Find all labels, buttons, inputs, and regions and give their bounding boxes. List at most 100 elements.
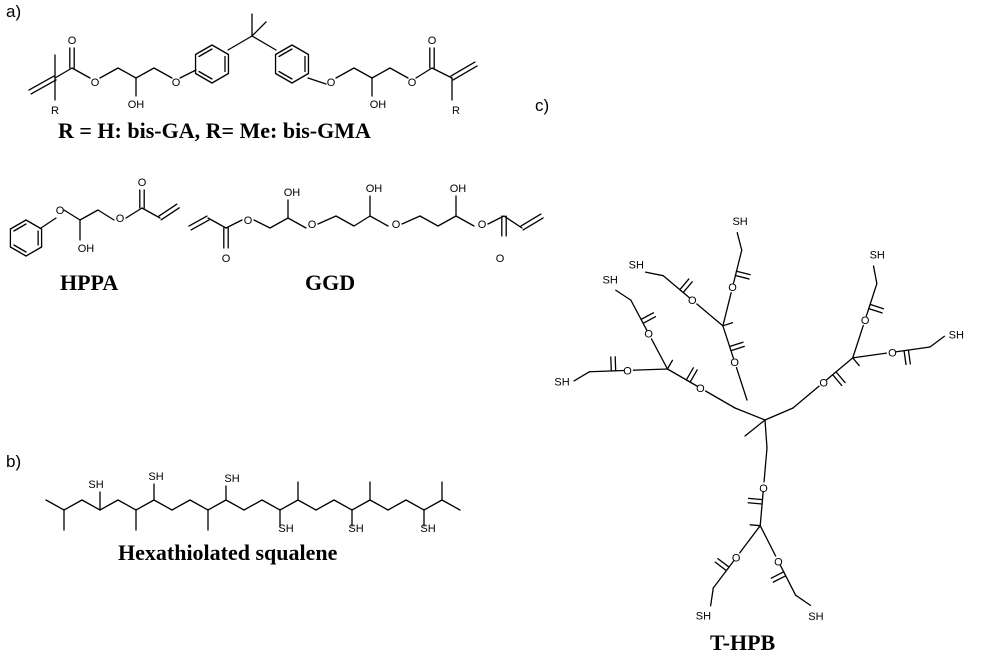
arm-west-b <box>616 290 631 300</box>
arm-north-b-thiol: SH <box>732 216 747 228</box>
squalene-backbone <box>118 500 136 510</box>
bond <box>208 218 226 228</box>
bond <box>354 216 370 226</box>
squalene-backbone <box>334 500 352 510</box>
squalene-backbone <box>136 500 154 510</box>
bond <box>142 208 160 218</box>
arm-west-oxygen: O <box>696 383 705 395</box>
phenyl-ring-hppa <box>26 247 42 256</box>
arm-north-b-oxygen: O <box>728 282 737 294</box>
bond <box>765 420 767 448</box>
bond <box>72 68 90 78</box>
bond <box>336 216 354 226</box>
arm-south-b <box>728 561 734 569</box>
bond <box>254 220 270 228</box>
arm-west-a <box>633 369 667 370</box>
panel-label-a: a) <box>6 2 21 22</box>
arm-south <box>764 448 767 482</box>
squalene-backbone <box>352 500 370 510</box>
phenyl-ring-left <box>212 74 228 84</box>
panel-label-c: c) <box>535 96 549 116</box>
arm-north-b <box>723 293 731 326</box>
arm-west-b <box>631 300 642 321</box>
phenyl-ring-right <box>279 72 292 80</box>
arm-south-b-thiol: SH <box>696 610 711 622</box>
arm-north-methyl <box>723 323 733 326</box>
ester-oxygen-ggd-right: O <box>478 219 487 231</box>
arm-north-b-carbonyl <box>735 276 749 279</box>
arm-east-b <box>930 336 944 347</box>
bond <box>288 218 306 228</box>
arm-north-a-thiol: SH <box>629 259 644 271</box>
ether-oxygen-hppa: O <box>56 205 65 217</box>
squalene-backbone <box>226 500 244 510</box>
ester-oxygen-hppa: O <box>116 213 125 225</box>
ether-oxygen-ggd-1: O <box>308 219 317 231</box>
arm-south-a-thiol: SH <box>808 611 823 623</box>
arm-west-a-thiol: SH <box>554 376 569 388</box>
carbonyl-oxygen-left: O <box>68 35 77 47</box>
bond <box>372 68 390 78</box>
squalene-backbone <box>244 500 262 510</box>
arm-west-b <box>651 339 667 369</box>
bond <box>64 210 80 220</box>
arm-south-a <box>785 574 796 595</box>
squalene-backbone <box>82 500 100 510</box>
bond <box>100 68 118 78</box>
bond <box>136 68 154 78</box>
arm-south-carbonyl <box>749 498 763 499</box>
arm-west <box>706 391 735 408</box>
bond <box>370 216 388 226</box>
bond <box>420 216 438 226</box>
ether-oxygen-right: O <box>327 77 336 89</box>
ggd-compound-name: GGD <box>305 270 355 296</box>
bond <box>180 70 196 78</box>
arm-north-oxygen: O <box>730 357 739 369</box>
bond <box>308 78 326 84</box>
bond <box>765 408 793 420</box>
arm-east-a-oxygen: O <box>861 315 870 327</box>
squalene-backbone <box>100 500 118 510</box>
thiol-sq-2: SH <box>148 471 163 483</box>
arm-south-a <box>760 526 775 556</box>
arm-east-a-carbonyl <box>870 304 883 308</box>
r-substituent-right: R <box>452 105 460 117</box>
arm-south <box>762 492 763 502</box>
ether-oxygen-ggd-2: O <box>392 219 401 231</box>
squalene-backbone <box>424 500 442 510</box>
vinyl-double-bond <box>191 220 209 230</box>
panel-label-b: b) <box>6 452 21 472</box>
arm-east-a <box>869 284 876 307</box>
arm-south <box>760 502 762 526</box>
arm-east-b-oxygen: O <box>888 347 897 359</box>
carbonyl-oxygen-ggd-right: O <box>496 253 505 265</box>
arm-east-methyl <box>853 358 859 366</box>
squalene-backbone <box>46 500 64 510</box>
bond <box>318 216 336 224</box>
arm-west-a <box>574 372 589 381</box>
squalene-backbone <box>280 500 298 510</box>
arm-south-b-oxygen: O <box>732 553 741 565</box>
squalene-backbone <box>208 500 226 510</box>
squalene-backbone <box>64 500 82 510</box>
thiol-sq-5: SH <box>348 523 363 535</box>
bond <box>416 68 432 78</box>
phenyl-ring-left <box>199 72 212 80</box>
arm-south-a <box>796 595 811 605</box>
vinyl-double-bond <box>159 204 177 216</box>
arm-west-b-thiol: SH <box>603 275 618 287</box>
thpb-compound-name: T-HPB <box>710 630 775 656</box>
arm-west-b-oxygen: O <box>644 329 653 341</box>
arm-east-a-carbonyl <box>869 309 882 313</box>
phenyl-ring-right <box>292 74 308 84</box>
bond <box>126 208 142 218</box>
arm-south-b <box>740 526 760 553</box>
carbonyl-oxygen-ggd-left: O <box>222 253 231 265</box>
arm-east-b-carbonyl <box>904 351 906 365</box>
bond <box>252 36 276 50</box>
squalene-backbone <box>262 500 280 510</box>
arm-west-methyl <box>667 360 672 369</box>
bond <box>41 218 56 228</box>
bond <box>735 408 765 420</box>
arm-south-oxygen: O <box>759 483 768 495</box>
